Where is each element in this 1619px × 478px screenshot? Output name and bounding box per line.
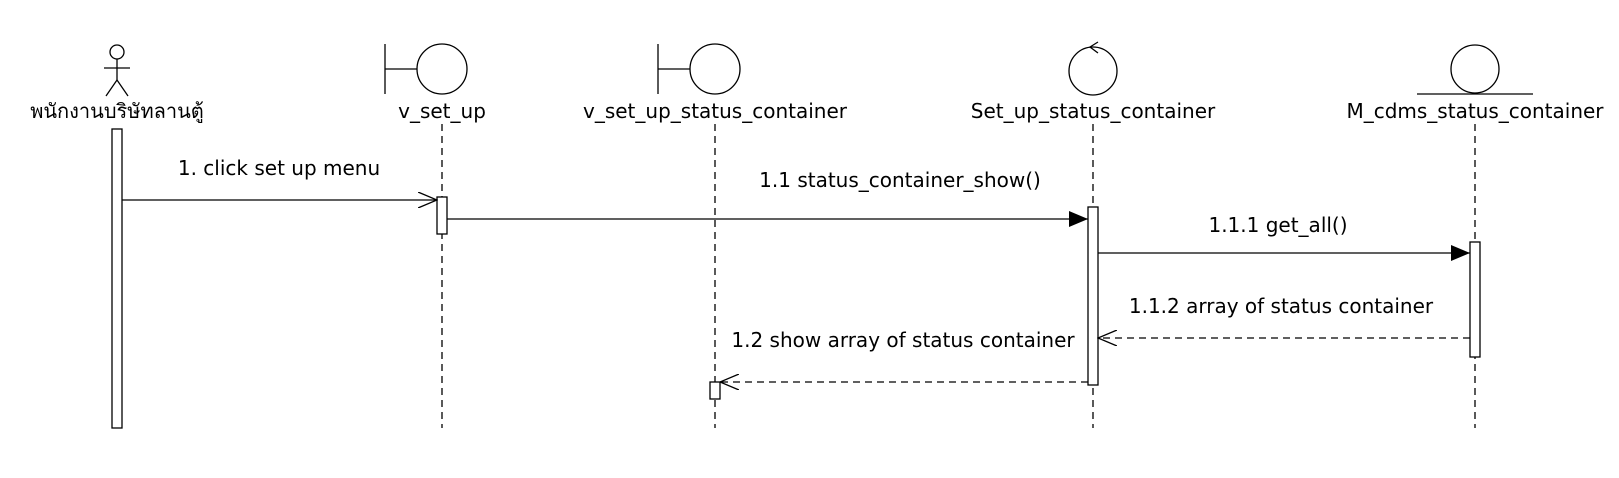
boundary-icon bbox=[384, 43, 468, 95]
boundary-icon bbox=[657, 43, 741, 95]
control-icon bbox=[1068, 41, 1118, 96]
activation-bar bbox=[1469, 241, 1481, 358]
message-label: 1.1.2 array of status container bbox=[1129, 294, 1434, 318]
actor-icon bbox=[104, 44, 130, 97]
participant-label: Set_up_status_container bbox=[971, 99, 1216, 123]
activation-bar bbox=[111, 128, 123, 429]
message-label: 1.1.1 get_all() bbox=[1208, 213, 1347, 237]
activation-bar bbox=[709, 381, 721, 400]
participant-label: M_cdms_status_container bbox=[1346, 99, 1604, 123]
message-label: 1.1 status_container_show() bbox=[759, 168, 1041, 192]
participant-label: v_set_up_status_container bbox=[583, 99, 848, 123]
participant-label: พนักงานบริษัทลานตู้ bbox=[30, 99, 204, 124]
message-label: 1. click set up menu bbox=[178, 156, 380, 180]
activation-bar bbox=[436, 196, 448, 235]
entity-icon bbox=[1417, 44, 1533, 95]
activation-bar bbox=[1087, 206, 1099, 386]
participant-label: v_set_up bbox=[398, 99, 486, 123]
message-label: 1.2 show array of status container bbox=[731, 328, 1075, 352]
